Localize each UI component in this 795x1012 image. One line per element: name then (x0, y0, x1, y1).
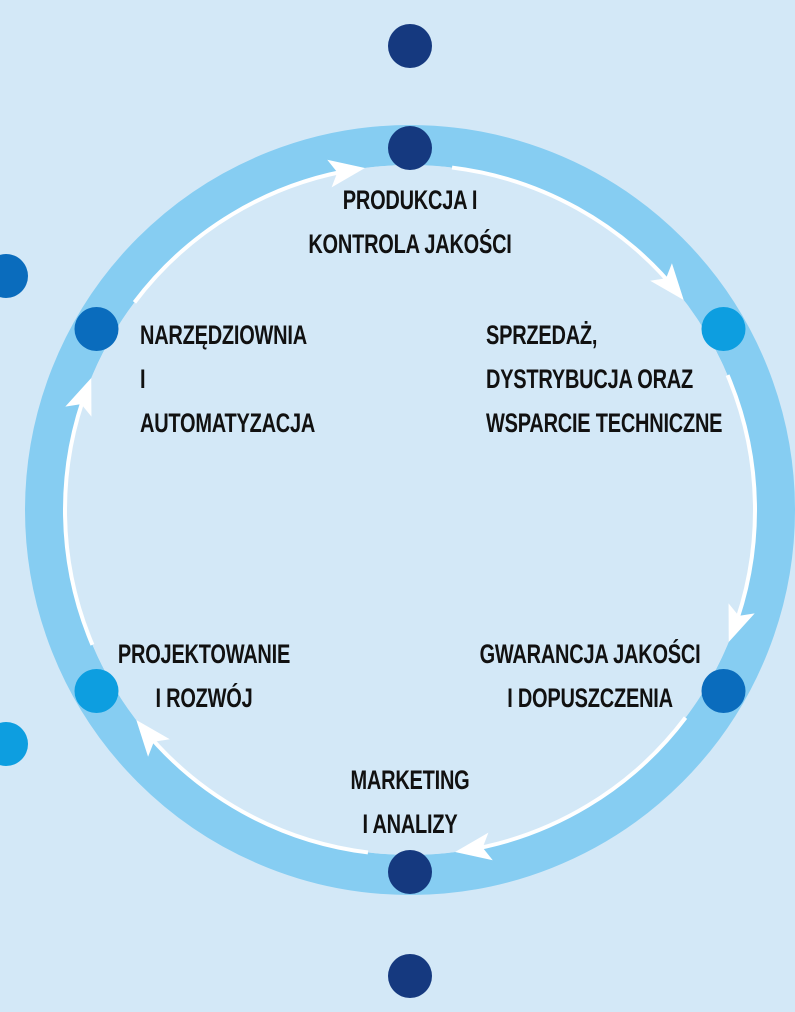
flow-arrow-line (63, 385, 95, 646)
stage-node-sprzedaz (701, 307, 746, 351)
stage-node-produkcja (388, 126, 432, 170)
ring-inner-fill (65, 165, 755, 855)
stage-label-line: PROJEKTOWANIE (117, 639, 291, 669)
stage-node-gwarancja (701, 669, 746, 713)
stage-label-narzedziownia: NARZĘDZIOWNIA I AUTOMATYZACJA (140, 313, 332, 445)
flow-arrow-head (327, 159, 365, 188)
stage-label-line: SPRZEDAŻ, (486, 320, 598, 350)
stage-label-line: I DOPUSZCZENIA (507, 683, 673, 713)
stage-label-line: DYSTRYBUCJA ORAZ (486, 364, 693, 394)
edge-dot-bottom (388, 954, 432, 998)
flow-arrow-head (136, 720, 170, 757)
edge-dot-left-upper (0, 254, 28, 298)
flow-arrow-line (451, 165, 680, 295)
stage-label-line: I ANALIZY (362, 809, 458, 839)
stage-label-line: AUTOMATYZACJA (140, 408, 316, 438)
flow-arrow-line (725, 374, 757, 635)
edge-dot-left-lower (0, 722, 28, 766)
flow-arrow-line (132, 167, 357, 304)
edge-dot-top (388, 24, 432, 68)
flow-arrow-head (650, 263, 684, 300)
stage-nodes (74, 126, 746, 894)
stage-label-line: GWARANCJA JAKOŚCI (479, 639, 701, 669)
stage-label-marketing: MARKETING I ANALIZY (292, 758, 529, 846)
stage-label-produkcja: PRODUKCJA I KONTROLA JAKOŚCI (292, 178, 529, 266)
stage-node-narzedziownia (74, 307, 119, 351)
stage-label-line: MARKETING (350, 765, 470, 795)
stage-label-projektowanie: PROJEKTOWANIE I ROZWÓJ (100, 632, 307, 720)
flow-arrow-line (463, 716, 688, 853)
stage-node-projektowanie (74, 669, 119, 713)
stage-node-marketing (388, 850, 432, 894)
stage-label-line: I (140, 364, 146, 394)
flow-arrow-line (140, 725, 369, 855)
stage-label-line: WSPARCIE TECHNICZNE (486, 408, 723, 438)
stage-label-line: PRODUKCJA I (342, 185, 478, 215)
flow-arrow-head (728, 603, 755, 643)
flow-arrow-head (65, 377, 92, 417)
stage-label-line: NARZĘDZIOWNIA (140, 320, 307, 350)
stage-label-line: I ROZWÓJ (155, 683, 253, 713)
flow-arrows (63, 159, 757, 861)
stage-label-gwarancja: GWARANCJA JAKOŚCI I DOPUSZCZENIA (472, 632, 709, 720)
flow-arrow-head (455, 832, 493, 861)
stage-label-sprzedaz: SPRZEDAŻ, DYSTRYBUCJA ORAZ WSPARCIE TECH… (486, 313, 723, 445)
stage-label-line: KONTROLA JAKOŚCI (308, 229, 512, 259)
